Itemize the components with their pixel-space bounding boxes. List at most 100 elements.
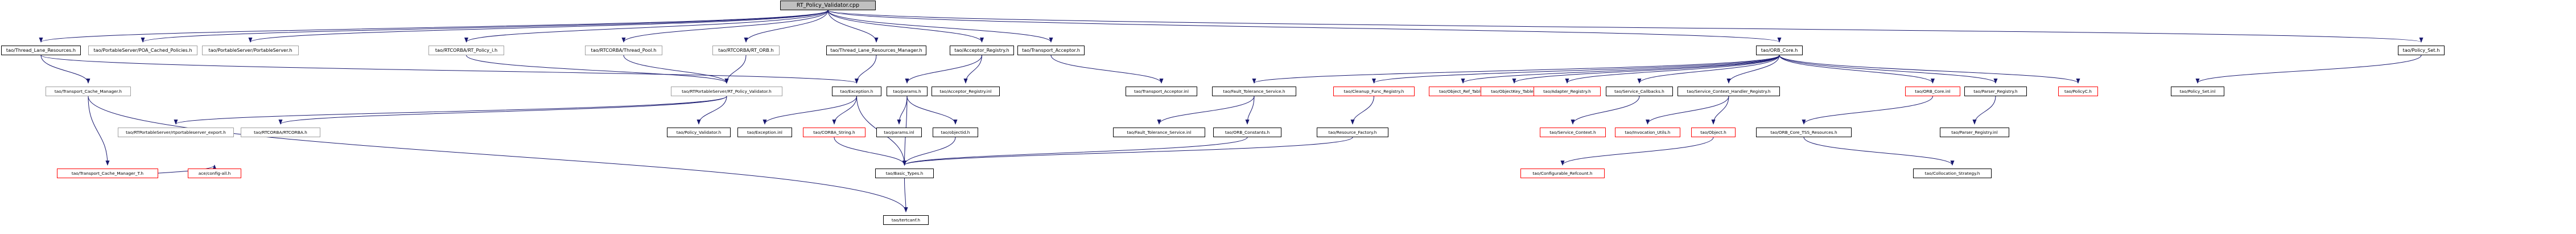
graph-node-n35[interactable]: tao/objectid.h: [933, 128, 978, 137]
graph-edge: [1779, 55, 1935, 84]
graph-node-n38[interactable]: tao/Resource_Factory.h: [1317, 128, 1388, 137]
graph-node-n2[interactable]: tao/PortableServer/POA_Cached_Policies.h: [88, 46, 197, 55]
graph-edge: [40, 55, 90, 84]
graph-node-n22[interactable]: tao/Adapter_Registry.h: [1534, 87, 1601, 96]
graph-node-n10[interactable]: tao/ORB_Core.h: [1756, 46, 1803, 55]
graph-edge: [897, 96, 908, 125]
graph-node-n39[interactable]: tao/Service_Context.h: [1540, 128, 1606, 137]
graph-edge: [1711, 96, 1729, 125]
graph-node-n23[interactable]: tao/Service_Callbacks.h: [1606, 87, 1673, 96]
graph-edge: [1512, 55, 1780, 84]
graph-node-n33[interactable]: tao/CORBA_String.h: [803, 128, 865, 137]
graph-edge: [827, 10, 1053, 43]
graph-edge: [744, 10, 829, 43]
graph-node-n9[interactable]: tao/Transport_Acceptor.h: [1017, 46, 1085, 55]
graph-edge: [1050, 55, 1164, 84]
graph-node-n49[interactable]: tao/tertcanf.h: [883, 215, 929, 225]
graph-edge: [902, 137, 1248, 166]
graph-node-n16[interactable]: tao/Acceptor_Registry.inl: [932, 87, 1000, 96]
graph-node-n15[interactable]: tao/params.h: [887, 87, 928, 96]
graph-edge: [1245, 96, 1255, 125]
graph-edge: [88, 96, 110, 166]
graph-edge: [904, 178, 908, 212]
graph-edge: [1779, 55, 1998, 84]
graph-node-n6[interactable]: tao/RTCORBA/RT_ORB.h: [712, 46, 780, 55]
graph-node-n42[interactable]: tao/ORB_Core_TSS_Resources.h: [1756, 128, 1852, 137]
graph-edge: [278, 96, 727, 125]
graph-node-n1[interactable]: tao/Thread_Lane_Resources.h: [1, 46, 81, 55]
graph-edge: [827, 10, 2423, 43]
graph-node-n19[interactable]: tao/Cleanup_Func_Registry.h: [1333, 87, 1415, 96]
graph-node-n32[interactable]: tao/Exception.inl: [737, 128, 792, 137]
graph-node-n34[interactable]: tao/params.inl: [876, 128, 922, 137]
graph-edge: [905, 55, 982, 84]
graph-edge: [902, 137, 1353, 166]
graph-node-n27[interactable]: tao/PolicyC.h: [2058, 87, 2098, 96]
graph-node-n44[interactable]: tao/Transport_Cache_Manager_T.h: [57, 169, 158, 178]
graph-edge: [466, 55, 729, 84]
graph-node-n7[interactable]: tao/Thread_Lane_Resources_Manager.h: [826, 46, 926, 55]
graph-edge: [902, 137, 956, 166]
graph-edge: [724, 55, 747, 84]
graph-node-n24[interactable]: tao/Service_Context_Handler_Registry.h: [1678, 87, 1780, 96]
graph-node-n18[interactable]: tao/Fault_Tolerance_Service.h: [1212, 87, 1296, 96]
graph-edge: [1972, 96, 1996, 125]
graph-node-n43[interactable]: tao/Parser_Registry.inl: [1940, 128, 2009, 137]
graph-edge: [827, 10, 1781, 43]
graph-node-n4[interactable]: tao/RTCORBA/RT_Policy_i.h: [428, 46, 504, 55]
graph-edge: [855, 55, 877, 84]
graph-node-n29[interactable]: tao/RTPortableServer/rtportableserver_ex…: [118, 128, 234, 137]
graph-edge: [1571, 96, 1640, 125]
graph-edge: [39, 10, 829, 43]
graph-node-n36[interactable]: tao/Fault_Tolerance_Service.inl: [1113, 128, 1205, 137]
graph-node-n48[interactable]: tao/Collocation_Strategy.h: [1913, 169, 1992, 178]
graph-node-n5[interactable]: tao/RTCORBA/Thread_Pool.h: [585, 46, 662, 55]
graph-edge: [40, 55, 859, 84]
graph-node-n20[interactable]: tao/Object_Ref_Table.h: [1429, 87, 1497, 96]
graph-edge: [906, 96, 958, 125]
graph-node-n31[interactable]: tao/Policy_Validator.h: [667, 128, 731, 137]
graph-node-n17[interactable]: tao/Transport_Acceptor.inl: [1126, 87, 1197, 96]
graph-node-n30[interactable]: tao/RTCORBA/RTCORBA.h: [241, 128, 320, 137]
graph-edge: [1252, 55, 1780, 84]
graph-node-n0[interactable]: RT_Policy_Validator.cpp: [780, 1, 876, 10]
graph-node-n13[interactable]: tao/RTPortableServer/RT_Policy_Validator…: [671, 87, 782, 96]
graph-node-n8[interactable]: tao/Acceptor_Registry.h: [950, 46, 1014, 55]
graph-edge: [623, 55, 729, 84]
graph-edge: [1560, 137, 1714, 166]
graph-edge: [1779, 55, 2080, 84]
graph-edge: [696, 96, 727, 125]
graph-node-n37[interactable]: tao/ORB_Constants.h: [1213, 128, 1281, 137]
graph-edge: [1637, 55, 1780, 84]
graph-edge: [464, 10, 829, 43]
graph-edge: [1726, 55, 1780, 84]
graph-edge: [827, 10, 984, 43]
graph-node-n40[interactable]: tao/Invocation_Utils.h: [1615, 128, 1680, 137]
graph-edge: [621, 10, 829, 43]
graph-edge: [2195, 55, 2422, 84]
graph-edge: [1646, 96, 1729, 125]
graph-edge: [832, 96, 857, 125]
graph-node-n25[interactable]: tao/ORB_Core.inl: [1905, 87, 1960, 96]
graph-edge: [834, 137, 906, 166]
graph-edge: [141, 10, 829, 43]
graph-edge: [1803, 137, 1955, 166]
graph-node-n26[interactable]: tao/Parser_Registry.h: [1964, 87, 2027, 96]
graph-edge: [88, 96, 908, 212]
graph-node-n14[interactable]: tao/Exception.h: [832, 87, 881, 96]
graph-node-n3[interactable]: tao/PortableServer/PortableServer.h: [202, 46, 299, 55]
graph-edge: [827, 10, 879, 43]
graph-node-n11[interactable]: tao/Policy_Set.h: [2398, 46, 2445, 55]
graph-edge: [248, 10, 829, 43]
graph-node-n28[interactable]: tao/Policy_Set.inl: [2171, 87, 2224, 96]
graph-node-n41[interactable]: tao/Object.h: [1691, 128, 1736, 137]
graph-node-n46[interactable]: tao/Basic_Types.h: [875, 169, 934, 178]
graph-edge: [763, 96, 857, 125]
graph-node-n47[interactable]: tao/Configurable_Refcount.h: [1520, 169, 1605, 178]
graph-node-n12[interactable]: tao/Transport_Cache_Manager.h: [46, 87, 131, 96]
graph-edge: [1157, 96, 1255, 125]
graph-node-n45[interactable]: ace/config-all.h: [188, 169, 241, 178]
graph-edge: [1350, 96, 1374, 125]
